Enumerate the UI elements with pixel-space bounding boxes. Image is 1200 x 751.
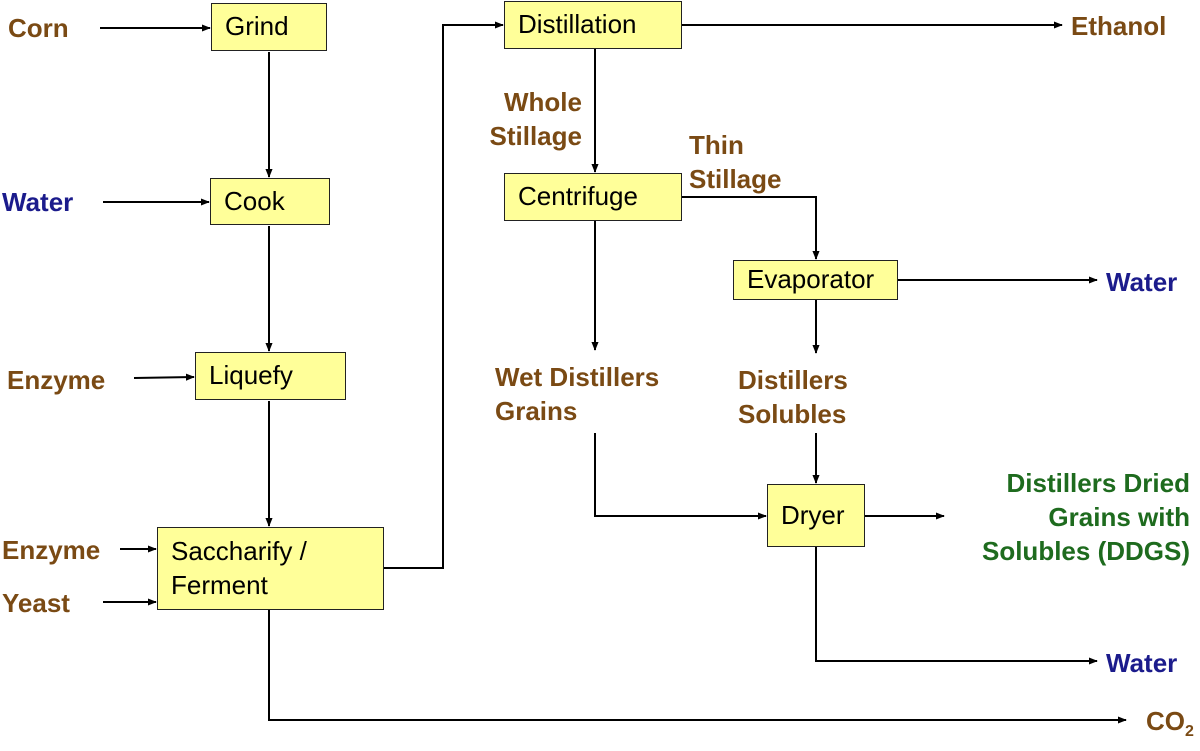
arrow-dryer-to-water [815, 547, 1098, 665]
whole-stillage-line1: Whole [504, 87, 582, 117]
grind-text: Grind [225, 11, 289, 42]
whole-stillage-label: Whole Stillage [478, 86, 582, 154]
cook-text: Cook [224, 185, 285, 216]
water-output-label-dryer: Water [1106, 648, 1178, 678]
distillers-solubles-label: Distillers Solubles [738, 364, 848, 432]
ddgs-line3: Solubles (DDGS) [981, 535, 1190, 566]
enzyme-label-1: Enzyme [7, 365, 106, 395]
saccharify-ferment-box: Saccharify / Ferment [157, 527, 384, 610]
ferment-text: Ferment [171, 569, 268, 600]
wet-grains-line2: Grains [495, 395, 578, 426]
wet-distillers-grains-label: Wet Distillers Grains [495, 361, 659, 429]
solubles-line2: Solubles [738, 398, 847, 429]
co2-base: CO [1146, 706, 1185, 736]
corn-label: Corn [8, 13, 69, 43]
water-output-label-evaporator: Water [1106, 267, 1178, 297]
arrow-saccharify-to-distillation [384, 21, 504, 569]
co2-label: CO2 [1146, 705, 1194, 743]
ddgs-line1: Distillers Dried [1006, 468, 1190, 498]
distillation-box: Distillation [504, 1, 682, 49]
cook-box: Cook [210, 178, 330, 225]
centrifuge-text: Centrifuge [518, 181, 638, 212]
ddgs-label: Distillers Dried Grains with Solubles (D… [920, 467, 1190, 568]
wet-grains-line1: Wet Distillers [495, 362, 660, 392]
enzyme-label-2: Enzyme [2, 535, 101, 565]
thin-stillage-label: Thin Stillage [689, 129, 781, 197]
saccharify-text: Saccharify / [171, 535, 307, 566]
arrow-enzyme-to-liquefy [133, 373, 195, 381]
dryer-text: Dryer [781, 499, 845, 530]
evaporator-box: Evaporator [733, 260, 898, 300]
water-input-label: Water [2, 187, 74, 217]
distillation-text: Distillation [518, 9, 637, 40]
dryer-box: Dryer [767, 484, 865, 547]
co2-subscript: 2 [1185, 723, 1194, 740]
grind-box: Grind [211, 3, 327, 51]
arrow-wet-grains-to-dryer [594, 433, 767, 520]
thin-stillage-line2: Stillage [689, 163, 782, 194]
arrow-saccharify-to-co2 [268, 610, 1127, 724]
thin-stillage-line1: Thin [689, 130, 744, 160]
ethanol-label: Ethanol [1071, 11, 1167, 41]
liquefy-box: Liquefy [195, 352, 346, 400]
whole-stillage-line2: Stillage [489, 120, 582, 151]
evaporator-text: Evaporator [747, 264, 875, 295]
liquefy-text: Liquefy [209, 360, 293, 391]
arrow-centrifuge-to-evaporator [682, 196, 820, 260]
solubles-line1: Distillers [738, 365, 848, 395]
yeast-label: Yeast [2, 588, 70, 618]
centrifuge-box: Centrifuge [504, 173, 682, 221]
ddgs-line2: Grains with [1048, 501, 1190, 532]
